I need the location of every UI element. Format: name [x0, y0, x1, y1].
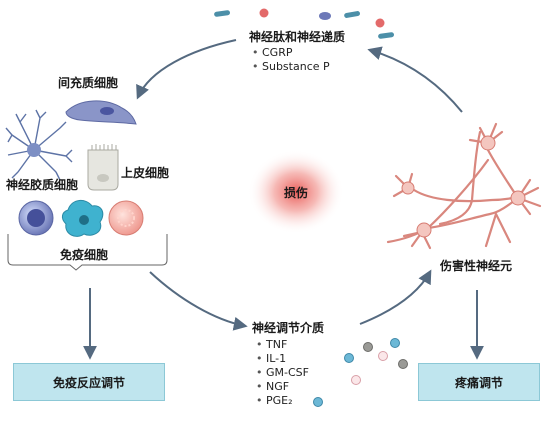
injury-glow — [248, 150, 344, 234]
arrow-to-neuropeptides — [367, 46, 463, 113]
mediators-list: TNF IL-1 GM-CSF NGF PGE₂ — [256, 338, 309, 408]
mediator-item: GM-CSF — [256, 366, 309, 380]
neuropeptide-molecules — [214, 8, 395, 39]
immune-cells-label: 免疫细胞 — [60, 248, 109, 262]
epithelial-cell — [87, 144, 119, 191]
neuron-somas — [401, 135, 526, 238]
arrow-to-neuron — [359, 269, 432, 325]
mediator-item: IL-1 — [256, 352, 309, 366]
mediator-item: NGF — [256, 380, 309, 394]
neuropeptide-item: Substance P — [252, 60, 330, 74]
mediators-title: 神经调节介质 — [252, 321, 325, 335]
immune-regulation-box: 免疫反应调节 — [13, 363, 165, 401]
neuropeptide-item: CGRP — [252, 46, 330, 60]
mediator-item: PGE₂ — [256, 394, 309, 408]
neuropeptides-title: 神经肽和神经递质 — [249, 30, 346, 44]
glial-cell — [5, 109, 73, 181]
pain-regulation-box: 疼痛调节 — [418, 363, 540, 401]
pain-regulation-label: 疼痛调节 — [454, 375, 503, 390]
neuropeptides-list: CGRP Substance P — [252, 46, 330, 74]
nociceptive-neuron-label: 伤害性神经元 — [440, 259, 513, 273]
arrow-to-mediators — [149, 271, 248, 331]
immune-regulation-label: 免疫反应调节 — [52, 375, 125, 390]
injury-label: 损伤 — [284, 186, 309, 200]
mesenchymal-label: 间充质细胞 — [58, 76, 119, 90]
mediator-particles — [313, 338, 408, 407]
epithelial-label: 上皮细胞 — [121, 166, 170, 180]
immune-cells — [18, 200, 144, 237]
arrow-to-stromal — [136, 39, 237, 100]
glial-label: 神经胶质细胞 — [6, 178, 79, 192]
immune-bracket — [7, 234, 168, 271]
mediator-item: TNF — [256, 338, 309, 352]
